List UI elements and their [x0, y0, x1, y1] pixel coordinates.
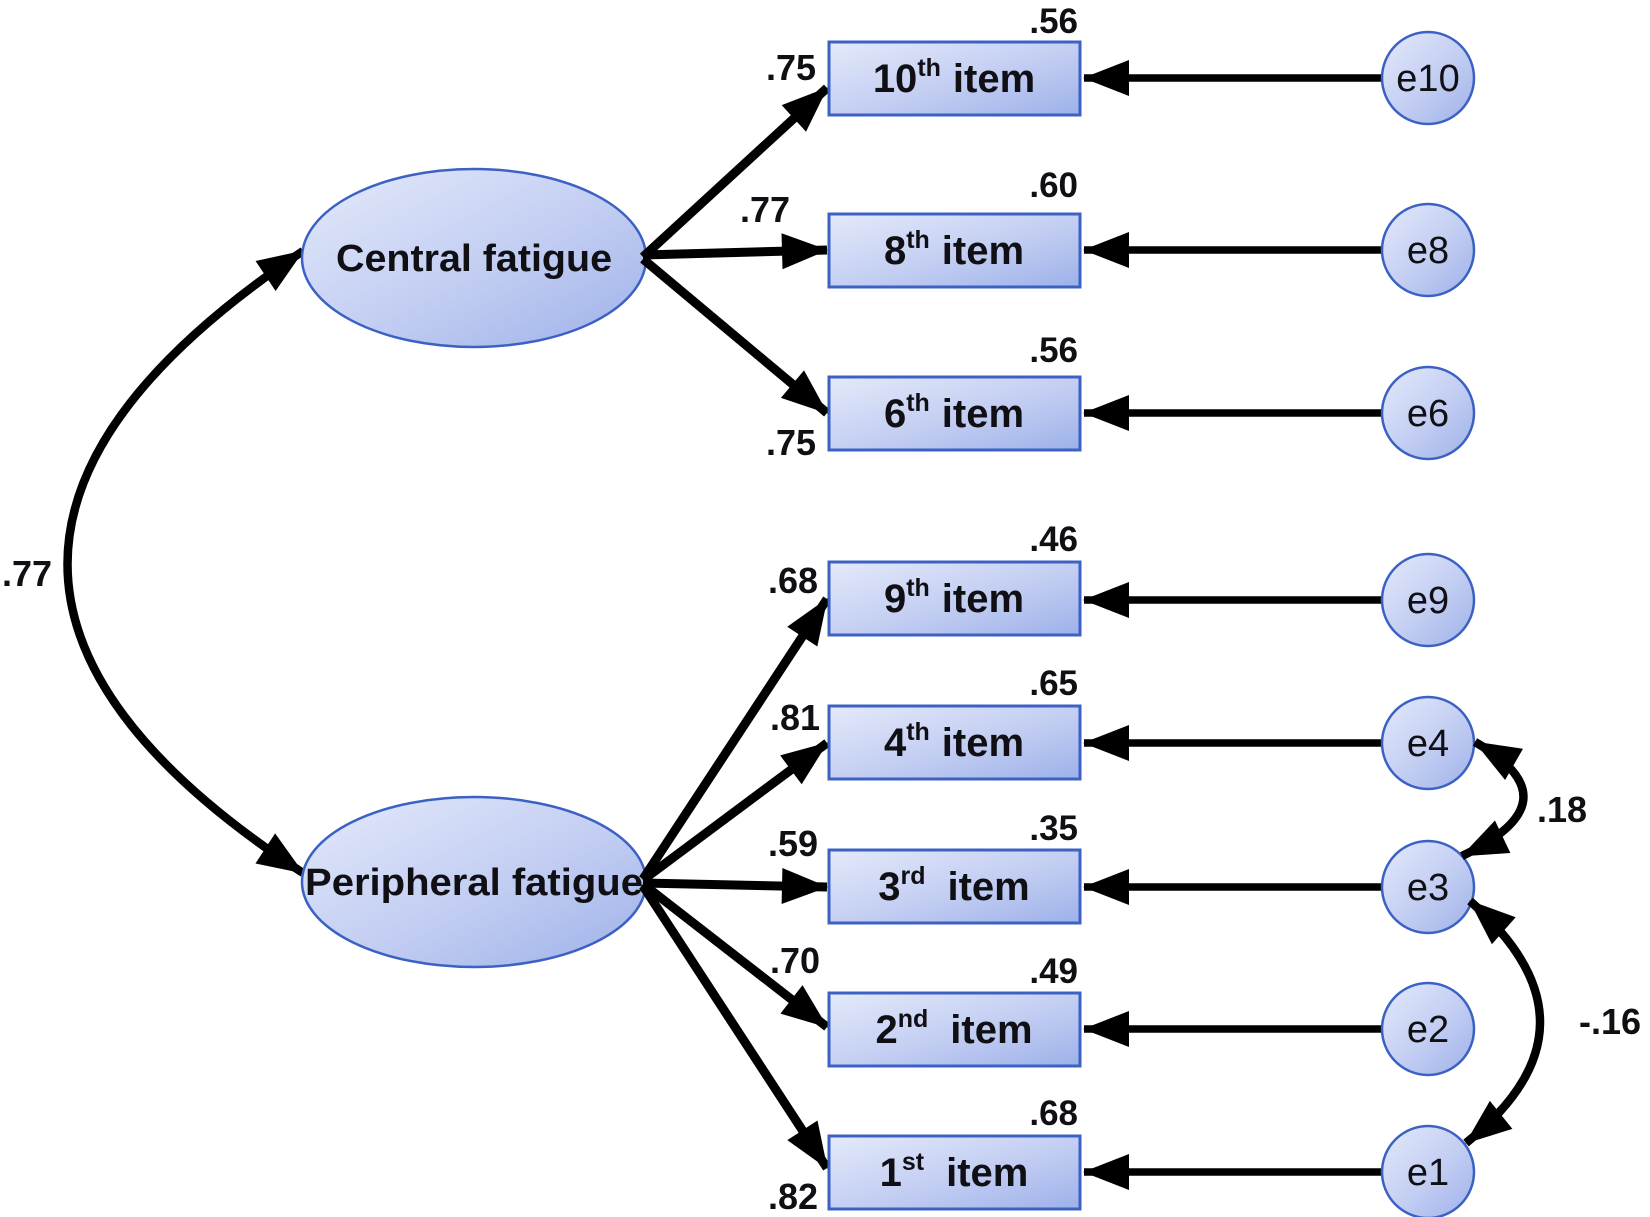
- item-box: [827, 375, 1082, 452]
- item-r2-value: .35: [1029, 809, 1078, 848]
- factor-loading-value: .82: [768, 1176, 818, 1217]
- error-term-label: e2: [1407, 1009, 1449, 1051]
- error-term-circle: [1380, 839, 1476, 935]
- error-term-circle: [1380, 1124, 1476, 1217]
- error-term-label: e10: [1396, 58, 1459, 100]
- error-term-circle: [1380, 552, 1476, 648]
- error-covariance-arrow-e3-e1: [1463, 897, 1545, 1147]
- item-r2-value: .60: [1029, 166, 1078, 205]
- item-box: [827, 560, 1082, 637]
- factor-loading-arrow: [639, 596, 831, 882]
- item-box: [827, 40, 1082, 117]
- factor-loading-arrow: [640, 255, 830, 417]
- factor-loading-value: .75: [766, 422, 816, 463]
- error-covariance-value: .18: [1537, 789, 1587, 830]
- item-box: [827, 848, 1082, 925]
- error-term-circle: [1380, 30, 1476, 126]
- factor-label: Peripheral fatigue: [305, 862, 643, 904]
- error-term-label: e1: [1407, 1152, 1449, 1194]
- error-term-label: e4: [1407, 723, 1449, 765]
- factor-loading-value: .68: [768, 560, 818, 601]
- error-covariance-value: -.16: [1579, 1001, 1641, 1042]
- latent-factor-peripheral-fatigue: Peripheral fatigue: [300, 795, 648, 969]
- factor-loading-arrow: [640, 739, 830, 884]
- error-term-label: e6: [1407, 393, 1449, 435]
- factor-loading-value: .77: [740, 189, 790, 230]
- item-box: [827, 991, 1082, 1068]
- factor-loading-arrow: [642, 233, 828, 270]
- factor-loading-arrow: [642, 868, 828, 905]
- factor-covariance-value: .77: [2, 553, 52, 594]
- error-term-circle: [1380, 365, 1476, 461]
- error-term-label: e8: [1407, 230, 1449, 272]
- factor-loading-arrow: [639, 84, 831, 261]
- item-r2-value: .46: [1029, 520, 1078, 559]
- error-term-label: e3: [1407, 867, 1449, 909]
- item-r2-value: .56: [1029, 2, 1078, 41]
- factor-loading-value: .70: [770, 940, 820, 981]
- factor-loading-value: .75: [766, 47, 816, 88]
- error-term-label: e9: [1407, 580, 1449, 622]
- item-r2-value: .65: [1029, 664, 1078, 703]
- factor-loading-arrow: [640, 880, 830, 1031]
- factor-loading-arrow: [639, 883, 831, 1171]
- item-box: [827, 1134, 1082, 1211]
- item-box: [827, 704, 1082, 781]
- factor-label: Central fatigue: [336, 238, 612, 280]
- item-r2-value: .68: [1029, 1094, 1078, 1133]
- item-r2-value: .56: [1029, 331, 1078, 370]
- factor-covariance-arrow: [63, 247, 306, 877]
- factor-loading-value: .81: [770, 697, 820, 738]
- latent-factor-central-fatigue: Central fatigue: [300, 167, 648, 349]
- factor-loading-value: .59: [768, 823, 818, 864]
- item-r2-value: .49: [1029, 952, 1078, 991]
- item-box: [827, 212, 1082, 289]
- error-covariance-arrow-e4-e3: [1460, 738, 1528, 860]
- error-term-circle: [1380, 202, 1476, 298]
